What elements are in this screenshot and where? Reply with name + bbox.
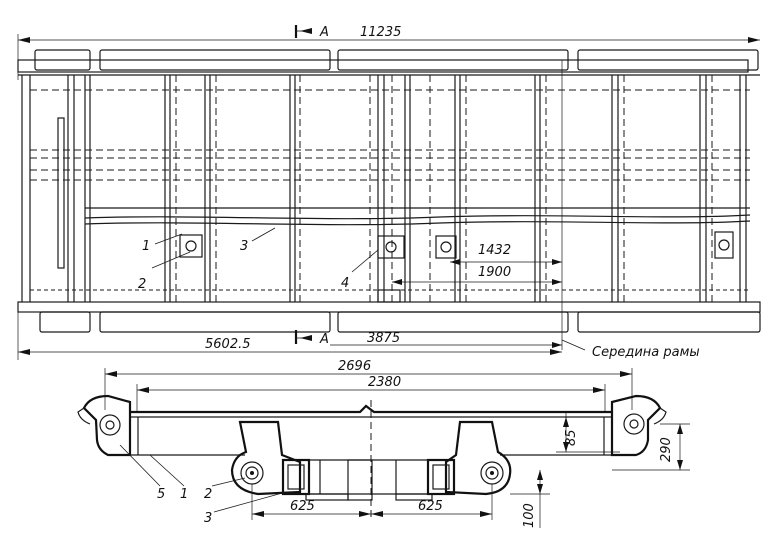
- center-box-right: [426, 458, 456, 496]
- callout-4: 4: [341, 276, 349, 291]
- arrow: [620, 371, 632, 377]
- dim-100: 100: [522, 503, 537, 528]
- bracket-right-2: [714, 231, 734, 259]
- left-pivot: [245, 466, 259, 480]
- top-segment-3: [337, 49, 569, 71]
- arrow: [563, 417, 569, 427]
- leader-1s: [149, 454, 185, 487]
- arrow: [18, 37, 30, 43]
- arrow: [18, 349, 30, 355]
- arrow: [677, 460, 683, 470]
- center-box-left: [281, 458, 311, 496]
- arrow: [748, 37, 760, 43]
- lower-plate-right: [395, 493, 433, 501]
- dim-625-right: 625: [418, 499, 443, 514]
- bottom-side-beam: [17, 301, 761, 313]
- dim-625-left: 625: [290, 499, 315, 514]
- right-roller-hub: [629, 419, 639, 429]
- bracket-center: [377, 235, 405, 303]
- section-mark-bottom: A: [319, 332, 329, 347]
- callout-3s: 3: [204, 511, 212, 526]
- callout-5: 5: [157, 487, 165, 502]
- dim-3875: 3875: [367, 331, 400, 346]
- center-box-left-inner: [287, 464, 305, 490]
- dim-2696: 2696: [338, 359, 371, 374]
- center-longitudinal-beam-2: [84, 220, 751, 226]
- left-pivot-center: [250, 471, 254, 475]
- dim-85: 85: [564, 429, 579, 446]
- center-longitudinal-beam: [84, 214, 751, 220]
- leader-5: [119, 444, 161, 487]
- section-view: 2696 2380: [77, 359, 690, 528]
- callout-3: 3: [240, 239, 248, 254]
- section-mark-top: A: [319, 25, 329, 40]
- dim-2380: 2380: [368, 375, 401, 390]
- center-pin-block: [347, 459, 373, 501]
- arrow: [552, 342, 562, 348]
- bracket-left: [179, 234, 203, 258]
- top-side-beam: [17, 59, 749, 73]
- leader-1: [154, 233, 183, 245]
- arrow: [537, 484, 543, 494]
- top-plate: [130, 404, 612, 414]
- arrow: [550, 349, 562, 355]
- arrow: [552, 279, 562, 285]
- bottom-segment-3: [337, 311, 569, 333]
- dim-total-length: 11235: [360, 25, 401, 40]
- leader-frame-middle: [561, 339, 586, 351]
- leader-4: [351, 249, 379, 273]
- leader-3s: [213, 491, 287, 513]
- bottom-segment-1: [39, 311, 91, 333]
- leader-3: [251, 227, 276, 242]
- top-segment-1: [34, 49, 91, 71]
- leader-2: [151, 251, 191, 269]
- left-roller: [99, 414, 121, 436]
- arrow: [105, 371, 117, 377]
- arrow: [137, 387, 149, 393]
- arrow: [359, 511, 371, 517]
- right-end-body: [610, 394, 662, 457]
- left-end-body: [82, 394, 132, 457]
- lower-plate-left: [305, 493, 349, 501]
- left-end-plate: [57, 117, 65, 269]
- frame-middle-label: Середина рамы: [592, 345, 700, 360]
- dim-1432: 1432: [478, 243, 511, 258]
- cross-members: [84, 75, 747, 302]
- callout-2s: 2: [204, 487, 212, 502]
- arrow: [480, 511, 492, 517]
- arrow: [450, 259, 460, 265]
- dim-half-length: 5602.5: [205, 337, 251, 352]
- arrow: [537, 470, 543, 480]
- arrow: [593, 387, 605, 393]
- callout-1s: 1: [180, 487, 188, 502]
- arrow: [563, 442, 569, 452]
- right-end-lip: [653, 407, 667, 425]
- plan-view: 11235 A: [17, 25, 761, 360]
- top-segment-4: [577, 49, 759, 71]
- right-pivot-center: [490, 471, 494, 475]
- left-bracket: [230, 420, 302, 496]
- callout-2: 2: [138, 277, 146, 292]
- arrow: [392, 279, 402, 285]
- arrow: [552, 259, 562, 265]
- arrow: [677, 424, 683, 434]
- dim-290: 290: [659, 437, 674, 462]
- bottom-segment-2: [99, 311, 331, 333]
- right-roller: [623, 413, 645, 435]
- right-bracket: [444, 420, 512, 496]
- callout-1: 1: [142, 239, 150, 254]
- top-segment-2: [99, 49, 331, 71]
- dim-1900: 1900: [478, 265, 511, 280]
- bottom-segment-4: [577, 311, 761, 333]
- center-box-right-inner: [432, 464, 450, 490]
- leader-2s: [211, 477, 246, 487]
- left-roller-hub: [105, 420, 115, 430]
- left-end-lip: [77, 407, 91, 425]
- right-pivot: [485, 466, 499, 480]
- bracket-right-1: [435, 235, 457, 259]
- arrow: [371, 511, 383, 517]
- arrow: [252, 511, 264, 517]
